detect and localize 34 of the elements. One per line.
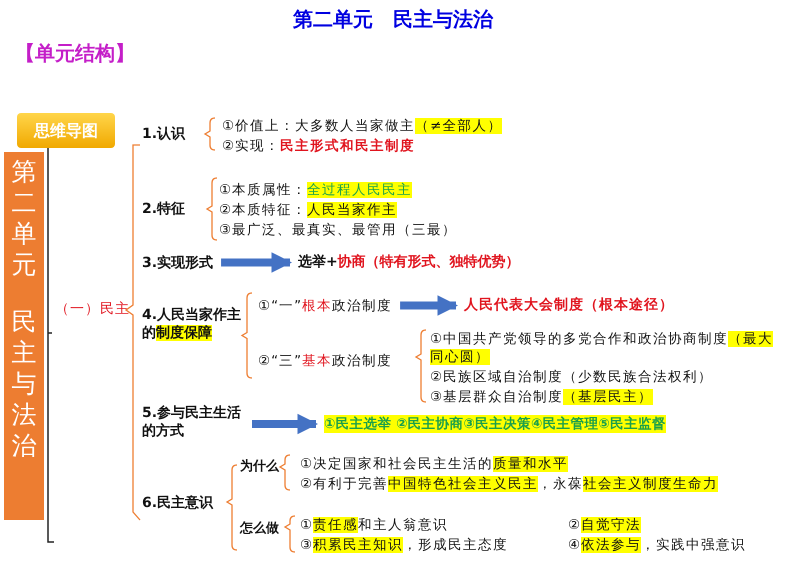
point-text: ②有利于完善中国特色社会主义民主，永葆社会主义制度生命力	[300, 475, 718, 493]
point-text: ③积累民主知识，形成民主态度	[300, 536, 508, 554]
point-text: ①价值上：大多数人当家做主（≠全部人）	[222, 117, 502, 135]
point-text: ①“一”根本政治制度	[258, 297, 392, 315]
arrow	[252, 414, 318, 434]
topic-label: 4.人民当家作主的制度保障	[142, 306, 242, 342]
point-text: ①民主选举 ②民主协商③民主决策④民主管理⑤民主监督	[324, 415, 666, 433]
title: 第二单元 民主与法治	[292, 6, 494, 33]
topic-label: 为什么	[240, 458, 279, 476]
point-text: ②民族区域自治制度（少数民族合法权利）	[430, 368, 714, 386]
point-text: ①本质属性：全过程人民民主	[219, 181, 412, 199]
point-text: ④依法参与，实践中强意识	[568, 536, 746, 554]
topic-label: 6.民主意识	[142, 494, 214, 512]
point-text: 选举+协商（特有形式、独特优势）	[298, 253, 520, 271]
unit-title-bar: 第二单元 民主与法治	[4, 152, 44, 520]
point-text: ②“三”基本政治制度	[258, 352, 392, 370]
point-text: ③最广泛、最真实、最管用（三最）	[219, 221, 458, 239]
topic-label: 3.实现形式	[142, 254, 214, 272]
branch-label: （一）民主	[55, 300, 130, 318]
point-text: ②本质特征：人民当家作主	[219, 201, 398, 219]
point-text: 人民代表大会制度（根本途径）	[464, 296, 674, 314]
point-text: ①责任感和主人翁意识	[300, 516, 448, 534]
topic-label: 1.认识	[142, 125, 186, 143]
point-text: ①中国共产党领导的多党合作和政治协商制度（最大同心圆）	[430, 330, 774, 366]
topic-label: 怎么做	[240, 520, 279, 538]
topic-label: 2.特征	[142, 200, 186, 218]
point-text: ②实现：民主形式和民主制度	[222, 137, 416, 155]
point-text: ③基层群众自治制度（基层民主）	[430, 388, 654, 406]
arrow	[221, 252, 292, 273]
topic-label: 5.参与民主生活的方式	[142, 404, 244, 440]
arrow	[400, 295, 458, 316]
mind-map-tab: 思维导图	[17, 113, 115, 148]
point-text: ①决定国家和社会民主生活的质量和水平	[300, 455, 568, 473]
section-heading: 【单元结构】	[15, 44, 135, 62]
